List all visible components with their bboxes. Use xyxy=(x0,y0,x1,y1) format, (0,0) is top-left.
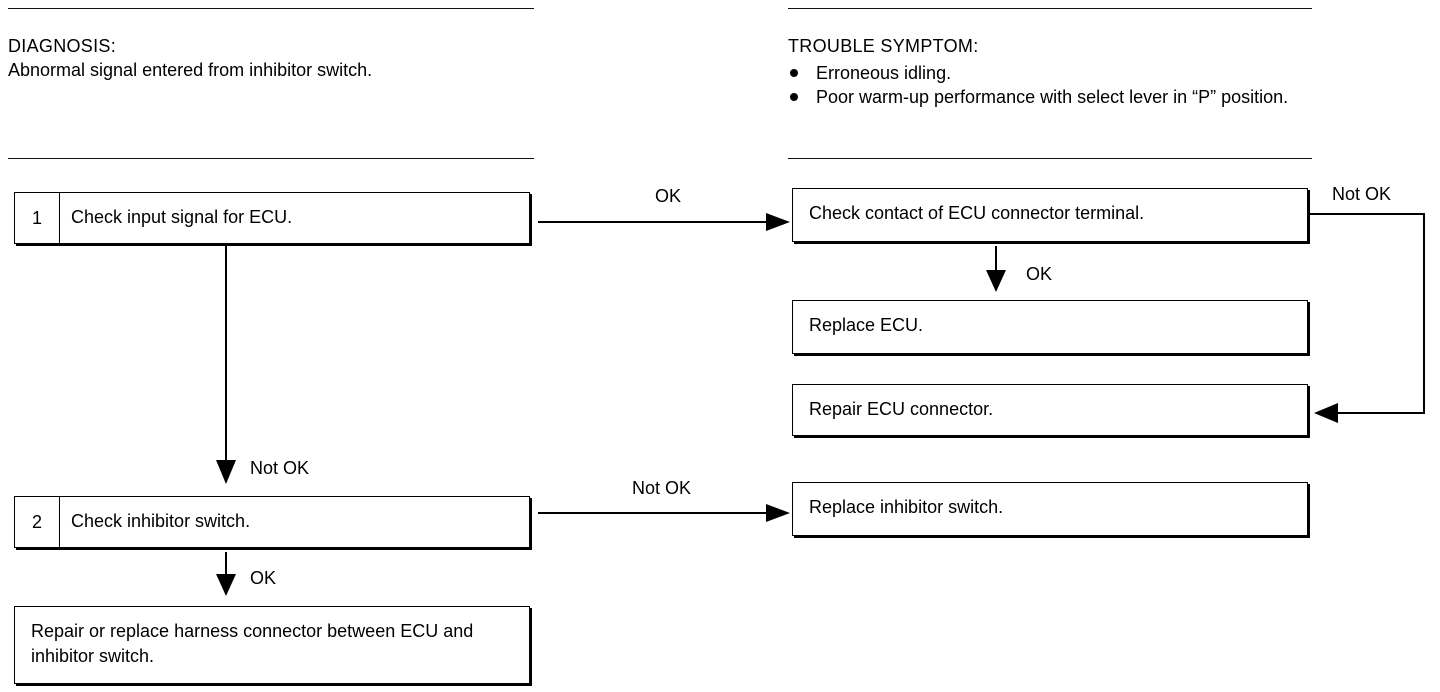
replace-ecu-text: Replace ECU. xyxy=(809,315,924,335)
arrowhead-step2-ok xyxy=(216,574,236,596)
step-1-number: 1 xyxy=(15,193,60,243)
replace-inhibitor-switch-text: Replace inhibitor switch. xyxy=(809,497,1004,517)
header-rule-bottom-left xyxy=(8,158,534,159)
arrowhead-step1-ok xyxy=(766,213,790,231)
step-1-text: Check input signal for ECU. xyxy=(71,207,293,227)
connector-contact-not-ok xyxy=(1310,213,1425,414)
replace-inhibitor-switch-box: Replace inhibitor switch. xyxy=(792,482,1308,536)
label-contact-ok: OK xyxy=(1026,264,1053,284)
step-2-box: 2 Check inhibitor switch. xyxy=(14,496,530,548)
arrowhead-step2-not-ok xyxy=(766,504,790,522)
header-rule-bottom-right xyxy=(788,158,1312,159)
trouble-symptom-title: TROUBLE SYMPTOM: xyxy=(788,36,979,56)
label-contact-not-ok: Not OK xyxy=(1332,184,1392,204)
repair-ecu-connector-box: Repair ECU connector. xyxy=(792,384,1308,436)
label-step2-ok: OK xyxy=(250,568,277,588)
diagnosis-title: DIAGNOSIS: xyxy=(8,36,117,56)
trouble-symptom-item: Poor warm-up performance with select lev… xyxy=(788,85,1328,109)
check-contact-box: Check contact of ECU connector terminal. xyxy=(792,188,1308,242)
repair-ecu-connector-text: Repair ECU connector. xyxy=(809,399,994,419)
step-2-text: Check inhibitor switch. xyxy=(71,511,251,531)
step-2-number: 2 xyxy=(15,497,60,547)
repair-harness-box: Repair or replace harness connector betw… xyxy=(14,606,530,684)
trouble-symptom-item: Erroneous idling. xyxy=(788,61,1328,85)
label-step1-ok: OK xyxy=(655,186,682,206)
arrowhead-contact-not-ok xyxy=(1314,403,1338,423)
trouble-symptom-list: Erroneous idling. Poor warm-up performan… xyxy=(788,61,1328,109)
replace-ecu-box: Replace ECU. xyxy=(792,300,1308,354)
repair-harness-text: Repair or replace harness connector betw… xyxy=(31,621,474,666)
arrowhead-contact-ok xyxy=(986,270,1006,292)
check-contact-text: Check contact of ECU connector terminal. xyxy=(809,203,1145,223)
step-1-box: 1 Check input signal for ECU. xyxy=(14,192,530,244)
diagnosis-text: Abnormal signal entered from inhibitor s… xyxy=(8,60,373,80)
header-rule-top-right xyxy=(788,8,1312,9)
label-step2-not-ok: Not OK xyxy=(632,478,692,498)
arrowhead-step1-not-ok xyxy=(216,460,236,484)
label-step1-not-ok: Not OK xyxy=(250,458,310,478)
header-rule-top-left xyxy=(8,8,534,9)
